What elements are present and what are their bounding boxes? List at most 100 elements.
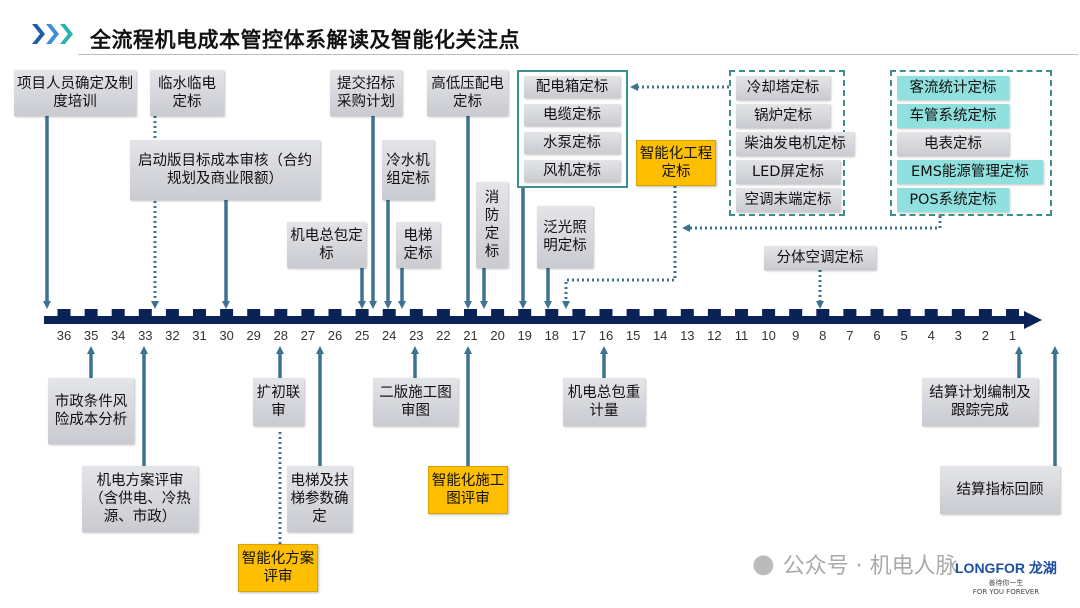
milestone-smart-construction-drawing-review: 智能化施工图评审 [428, 466, 508, 514]
milestone-chiller-tender: 冷水机组定标 [382, 140, 434, 200]
timeline-month-label: 36 [56, 328, 72, 343]
group-item-highlighted: POS系统定标 [897, 188, 1009, 212]
milestone-temp-utilities-tender: 临水临电定标 [150, 70, 224, 116]
milestone-preliminary-design-review: 扩初联审 [253, 378, 304, 426]
wechat-icon: ● [752, 549, 775, 579]
milestone-staffing-training: 项目人员确定及制度培训 [14, 70, 136, 116]
timeline-tick [84, 309, 98, 318]
timeline-tick [599, 309, 613, 318]
timeline-month-label: 29 [246, 328, 261, 343]
timeline-tick [1006, 309, 1019, 318]
timeline-tick [57, 309, 71, 318]
timeline-month-label: 10 [761, 328, 776, 343]
milestone-second-drawing-review: 二版施工图审图 [373, 378, 458, 426]
timeline-tick [762, 309, 776, 318]
timeline-month-label: 16 [598, 328, 614, 343]
logo-slogan: 善待你一生 [988, 579, 1024, 587]
timeline-month-label: 35 [83, 328, 99, 343]
timeline-month-label: 21 [463, 328, 478, 343]
timeline-tick [355, 309, 369, 318]
timeline-tick [409, 309, 423, 318]
dotted-arrow-left [682, 216, 942, 232]
group-item: 锅炉定标 [736, 104, 830, 128]
milestone-mep-remeasurement: 机电总包重计量 [563, 378, 645, 426]
timeline-tick [301, 309, 315, 318]
milestone-settlement-plan: 结算计划编制及跟踪完成 [922, 378, 1038, 426]
group-item: 空调末端定标 [736, 188, 840, 212]
milestone-elevator-parameters: 电梯及扶梯参数确定 [287, 466, 352, 532]
timeline-tick [545, 309, 559, 318]
timeline-month-label: 5 [900, 328, 908, 343]
group-item: 风机定标 [524, 160, 620, 182]
group-equipment-tenders: 配电箱定标 电缆定标 水泵定标 风机定标 [517, 70, 628, 188]
timeline-month-label: 7 [846, 328, 854, 343]
timeline-month-label: 3 [954, 328, 962, 343]
timeline-tick [680, 309, 694, 318]
milestone-hv-lv-tender: 高低压配电定标 [427, 70, 508, 116]
timeline-month-label: 26 [327, 328, 343, 343]
milestone-elevator-tender: 电梯定标 [396, 222, 440, 268]
group-item: 冷却塔定标 [736, 76, 830, 100]
connector-arrows [43, 83, 1059, 544]
timeline-month-label: 18 [544, 328, 560, 343]
page-title: 全流程机电成本管控体系解读及智能化关注点 [90, 28, 520, 52]
timeline-tick [436, 309, 450, 318]
timeline-tick [653, 309, 667, 318]
timeline-bar [44, 316, 1028, 324]
title-divider [78, 54, 1078, 55]
timeline-tick [626, 309, 640, 318]
group-item: 电缆定标 [524, 104, 620, 126]
milestone-smart-engineering-tender: 智能化工程定标 [636, 140, 716, 186]
milestone-settlement-review: 结算指标回顾 [940, 466, 1060, 514]
timeline-month-label: 11 [734, 328, 749, 343]
milestone-fire-tender: 消防定标 [476, 182, 508, 268]
timeline-tick [274, 309, 288, 318]
timeline-month-label: 20 [490, 328, 505, 343]
timeline-month-label: 31 [192, 328, 207, 343]
group-item: 水泵定标 [524, 132, 620, 154]
timeline-month-label: 32 [165, 328, 180, 343]
timeline-month-label: 17 [571, 328, 587, 343]
timeline-month-label: 13 [680, 328, 695, 343]
timeline-month-label: 27 [300, 328, 316, 343]
logo-brand: LONGFOR 龙湖 [955, 560, 1057, 576]
timeline-tick [789, 309, 803, 318]
timeline-tick [193, 309, 206, 318]
timeline-tick [816, 309, 830, 318]
timeline-month-label: 23 [409, 328, 424, 343]
timeline-month-label: 1 [1008, 328, 1017, 343]
group-smart-system-tenders: 客流统计定标 车管系统定标 电表定标 EMS能源管理定标 POS系统定标 [890, 70, 1052, 216]
timeline-month-label: 30 [219, 328, 234, 343]
timeline-tick [491, 309, 505, 318]
timeline-tick [843, 309, 857, 318]
timeline-month-label: 9 [792, 328, 800, 343]
timeline-tick [518, 309, 532, 318]
timeline-tick [382, 309, 396, 318]
timeline-tick [464, 309, 477, 318]
timeline-month-label: 34 [110, 328, 126, 343]
timeline-tick [247, 309, 261, 318]
timeline-tick [328, 309, 342, 318]
watermark: ● 公众号 · 机电人脉 [752, 548, 958, 580]
timeline-tick [735, 309, 748, 318]
longfor-logo: LONGFOR 龙湖 善待你一生 FOR YOU FOREVER [955, 558, 1057, 596]
timeline-month-label: 14 [652, 328, 668, 343]
timeline-tick [165, 309, 179, 318]
timeline-tick [924, 309, 938, 318]
timeline-month-label: 8 [819, 328, 827, 343]
group-item-highlighted: 客流统计定标 [897, 76, 1009, 100]
milestone-smart-scheme-review: 智能化方案评审 [238, 544, 318, 592]
timeline-month-label: 2 [981, 328, 989, 343]
group-item: 柴油发电机定标 [736, 132, 854, 156]
milestone-procurement-plan: 提交招标采购计划 [330, 70, 402, 116]
timeline-tick [870, 309, 884, 318]
timeline-month-label: 33 [138, 328, 153, 343]
timeline-month-label: 4 [927, 328, 935, 343]
title-chevrons-icon [32, 24, 73, 44]
timeline-tick [951, 309, 965, 318]
timeline-month-label: 24 [381, 328, 397, 343]
group-item: 配电箱定标 [524, 76, 620, 98]
timeline-month-label: 28 [273, 328, 289, 343]
logo-tagline: FOR YOU FOREVER [972, 588, 1040, 596]
